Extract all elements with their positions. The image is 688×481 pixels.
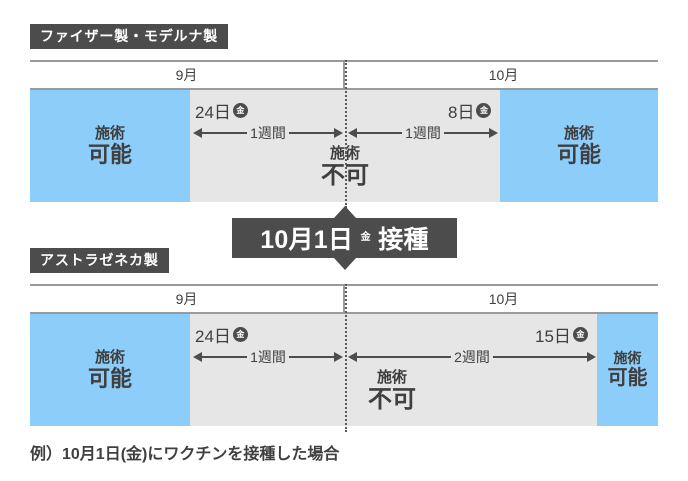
arrow-left-icon	[348, 352, 357, 362]
dose-date-line	[345, 284, 347, 432]
measure-shaft	[288, 356, 335, 358]
measure-shaft	[357, 132, 403, 134]
month-header-row-astrazeneca: 9月 10月	[30, 284, 658, 314]
segment-unavailable-before	[190, 314, 345, 426]
example-caption: 例）10月1日(金)にワクチンを接種した場合	[30, 446, 340, 463]
measure-shaft	[288, 132, 335, 134]
duration-measure-after: 2週間	[348, 349, 597, 365]
availability-bar-pfizer: 施術 可能 施術 可能 24日 金 1週間 8日 金	[30, 60, 658, 208]
arrow-left-icon	[193, 352, 202, 362]
month-cell-september: 9月	[30, 286, 345, 312]
day-of-week-badge: 金	[356, 228, 376, 248]
dose-action: 接種	[378, 226, 429, 254]
available-label-line1: 施術	[94, 348, 125, 366]
date-label-before-text: 24日	[195, 103, 231, 122]
arrow-right-icon	[334, 128, 344, 138]
callout-arrow-up-icon	[333, 206, 356, 218]
day-of-week-badge: 金	[232, 327, 248, 342]
segment-unavailable-before	[190, 90, 345, 202]
dose-date: 10月1日	[260, 226, 354, 254]
timeline-astrazeneca: 9月 10月 施術 可能 施術 可能 24日 金 1週間 1	[30, 284, 658, 432]
available-label-line1: 施術	[94, 124, 125, 142]
arrow-left-icon	[193, 128, 202, 138]
day-of-week-badge: 金	[476, 103, 492, 118]
date-label-before: 24日 金	[195, 98, 248, 123]
segment-unavailable-after	[345, 314, 597, 426]
segment-unavailable-after	[345, 90, 500, 202]
availability-bar-astrazeneca: 施術 可能 施術 可能 24日 金 1週間 15日 金	[30, 284, 658, 432]
available-label-line2: 可能	[556, 141, 601, 167]
day-of-week-badge: 金	[572, 327, 588, 342]
available-label-line2: 可能	[87, 365, 132, 391]
vaccine-tag-astrazeneca: アストラゼネカ製	[30, 248, 169, 273]
measure-shaft	[357, 356, 452, 358]
available-label-line1: 施術	[613, 350, 642, 367]
duration-label-after: 2週間	[454, 349, 490, 365]
available-label-line2: 可能	[607, 366, 648, 389]
segment-available-after: 施術 可能	[597, 314, 658, 426]
month-cell-october: 10月	[488, 67, 519, 83]
timeline-pfizer-moderna: 9月 10月 施術 可能 施術 可能 24日 金 1週間	[30, 60, 658, 208]
date-label-after: 15日 金	[535, 322, 588, 347]
arrow-left-icon	[348, 128, 357, 138]
segment-available-before: 施術 可能	[30, 90, 190, 202]
available-label-line2: 可能	[87, 141, 132, 167]
arrow-right-icon	[489, 128, 499, 138]
day-of-week-badge: 金	[232, 103, 248, 118]
arrow-right-icon	[334, 352, 344, 362]
segment-available-after: 施術 可能	[500, 90, 658, 202]
duration-measure-after: 1週間	[348, 125, 499, 141]
duration-label-before: 1週間	[250, 125, 286, 141]
month-cell-september: 9月	[30, 62, 345, 88]
measure-shaft	[202, 356, 248, 358]
duration-label-before: 1週間	[250, 349, 286, 365]
month-cell-october: 10月	[488, 291, 519, 307]
arrow-right-icon	[587, 352, 597, 362]
month-header-row-pfizer: 9月 10月	[30, 60, 658, 90]
date-label-before-text: 24日	[195, 327, 231, 346]
duration-measure-before: 1週間	[193, 125, 344, 141]
dose-date-line	[345, 60, 347, 208]
date-label-after-text: 15日	[535, 327, 571, 346]
date-label-after-text: 8日	[448, 103, 475, 122]
measure-shaft	[443, 132, 490, 134]
date-label-before: 24日 金	[195, 322, 248, 347]
measure-shaft	[202, 132, 248, 134]
segment-available-before: 施術 可能	[30, 314, 190, 426]
callout-arrow-down-icon	[333, 258, 356, 270]
measure-shaft	[492, 356, 588, 358]
date-label-after: 8日 金	[448, 98, 492, 123]
dose-callout-text: 10月1日 金 接種	[260, 220, 428, 256]
duration-label-after: 1週間	[405, 125, 441, 141]
vaccine-tag-pfizer-moderna: ファイザー製・モデルナ製	[30, 24, 229, 49]
dose-date-callout: 10月1日 金 接種	[232, 206, 457, 270]
available-label-line1: 施術	[563, 124, 594, 142]
duration-measure-before: 1週間	[193, 349, 344, 365]
